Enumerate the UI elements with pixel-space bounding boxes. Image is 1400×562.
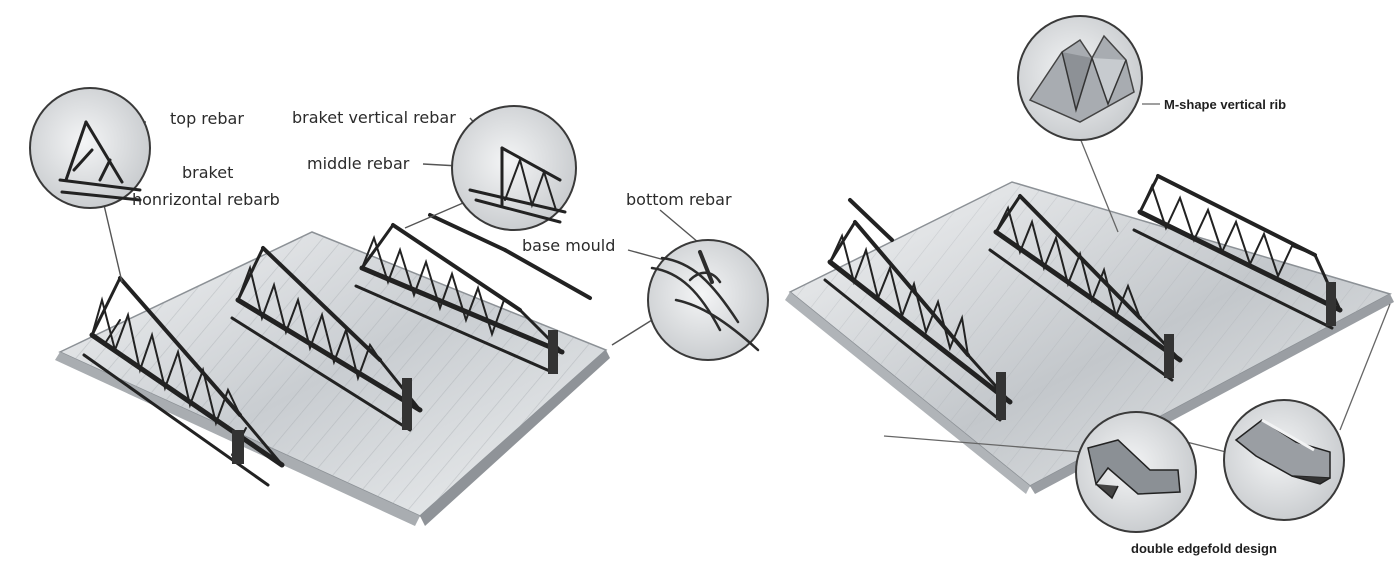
- label-double-edgefold-design: double edgefold design: [1131, 541, 1277, 556]
- label-base-mould: base mould: [522, 236, 616, 255]
- left-truss-2: [230, 246, 423, 432]
- label-top-rebar: top rebar: [170, 109, 244, 128]
- magnifier-base-mould: [647, 239, 769, 361]
- left-steel-deck: [55, 231, 610, 526]
- label-honrizontal-rebarb: honrizontal rebarb: [132, 190, 280, 209]
- magnifier-edgefold-2: [1223, 399, 1345, 521]
- label-m-shape-vertical-rib: M-shape vertical rib: [1164, 97, 1287, 112]
- right-truss-2: [988, 194, 1183, 382]
- label-bottom-rebar: bottom rebar: [626, 190, 732, 209]
- right-truss-3: [1132, 174, 1343, 330]
- right-truss-1: [823, 198, 1013, 422]
- label-middle-rebar: middle rebar: [307, 154, 410, 173]
- label-braket-vertical-rebar: braket vertical rebar: [292, 108, 456, 127]
- magnifier-edgefold-1: [1075, 411, 1197, 533]
- left-truss-3: [354, 213, 592, 374]
- magnifier-m-shape-rib: [1017, 15, 1143, 141]
- magnifier-top-rebar: [29, 87, 151, 209]
- magnifier-braket-vertical: [451, 105, 577, 231]
- left-truss-1: [82, 276, 285, 487]
- label-braket: braket: [182, 163, 234, 182]
